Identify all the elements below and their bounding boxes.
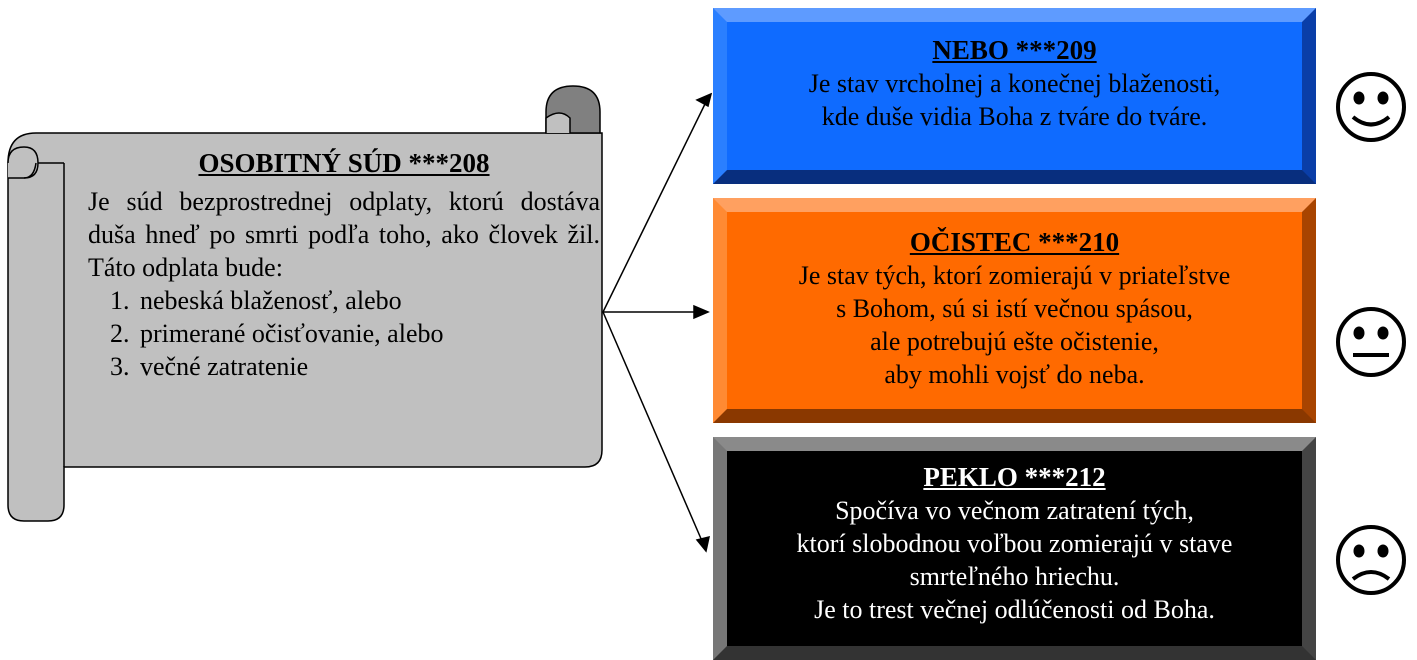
purgatory-line: ale potrebujú ešte očistenie, xyxy=(870,327,1159,356)
hell-line: smrteľného hriechu. xyxy=(909,562,1120,591)
heaven-line: kde duše vidia Boha z tváre do tváre. xyxy=(821,102,1208,131)
arrow-to-hell xyxy=(602,311,703,542)
heaven-box: NEBO ***209 Je stav vrcholnej a konečnej… xyxy=(713,8,1316,184)
particular-judgment-panel: OSOBITNÝ SÚD ***208 Je súd bezprostredne… xyxy=(88,148,600,383)
purgatory-line: aby mohli vojsť do neba. xyxy=(884,360,1145,389)
happy-face-icon xyxy=(1336,72,1406,142)
hell-line: ktorí slobodnou voľbou zomierajú v stave xyxy=(796,529,1233,558)
arrow-to-heaven xyxy=(602,103,706,313)
list-item: 2.primerané očisťovanie, alebo xyxy=(110,319,444,348)
hell-line: Spočíva vo večnom zatratení tých, xyxy=(835,496,1194,525)
purgatory-line: Je stav tých, ktorí zomierajú v priateľs… xyxy=(798,261,1231,290)
list-item: 1.nebeská blaženosť, alebo xyxy=(110,286,402,315)
arrow-head-hell xyxy=(695,535,710,553)
purgatory-box: OČISTEC ***210 Je stav tých, ktorí zomie… xyxy=(713,198,1316,423)
sad-face-icon xyxy=(1336,525,1406,595)
purgatory-title: OČISTEC ***210 xyxy=(909,227,1120,257)
scroll-shape xyxy=(7,85,603,522)
purgatory-line: s Bohom, sú si istí večnou spásou, xyxy=(836,294,1193,323)
list-item: 3.večné zatratenie xyxy=(110,352,309,381)
neutral-face-icon xyxy=(1336,307,1406,377)
arrow-head-purgatory xyxy=(693,304,710,320)
hell-title: PEKLO ***212 xyxy=(923,462,1106,492)
outcome-list: 1.nebeská blaženosť, alebo 2.primerané o… xyxy=(88,284,600,383)
connector-arrows xyxy=(602,92,713,553)
hell-box: PEKLO ***212 Spočíva vo večnom zatratení… xyxy=(713,437,1316,660)
particular-judgment-description: Je súd bezprostrednej odplaty, ktorú dos… xyxy=(88,187,600,282)
arrow-head-heaven xyxy=(695,92,713,108)
heaven-line: Je stav vrcholnej a konečnej blaženosti, xyxy=(808,69,1221,98)
hell-line: Je to trest večnej odlúčenosti od Boha. xyxy=(814,595,1215,624)
particular-judgment-title: OSOBITNÝ SÚD ***208 xyxy=(198,148,490,178)
heaven-title: NEBO ***209 xyxy=(932,35,1097,65)
